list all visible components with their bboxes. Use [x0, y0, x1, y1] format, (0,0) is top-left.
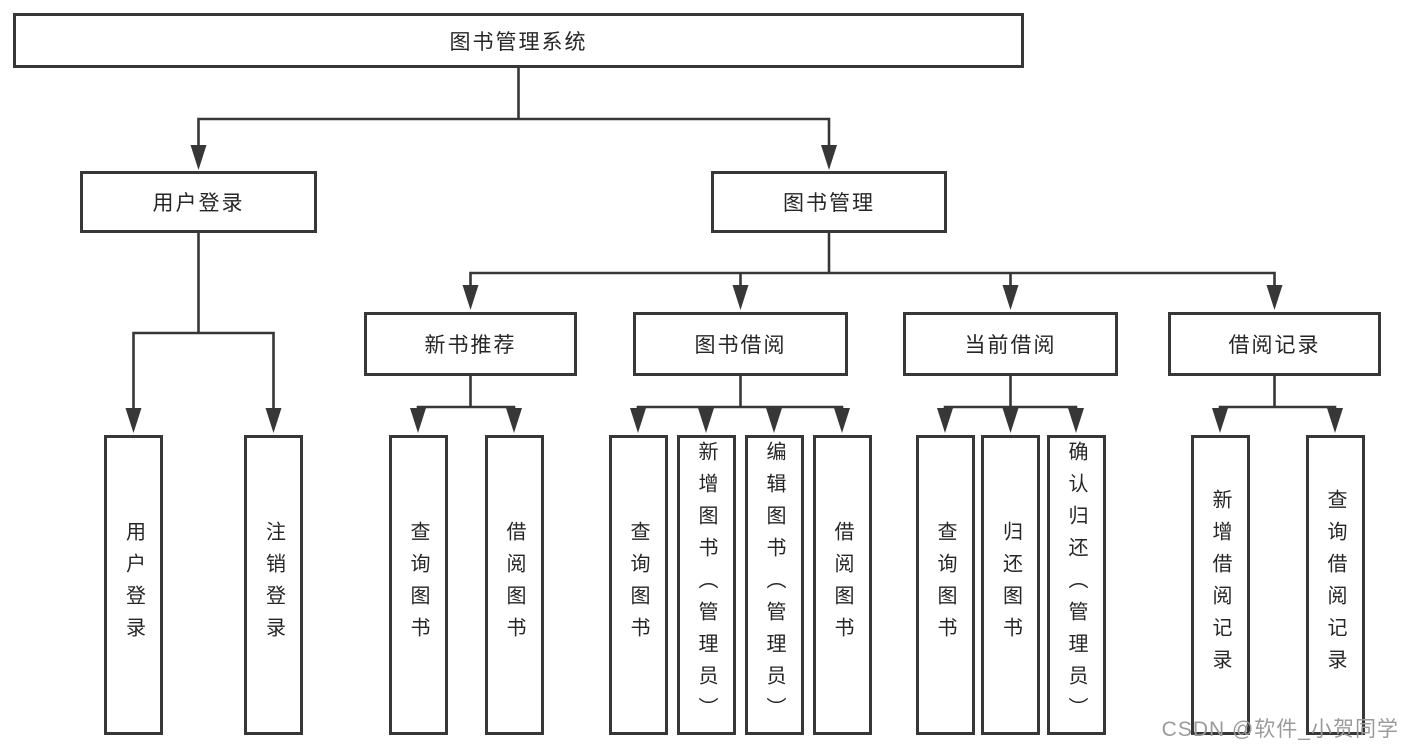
leaf-borrow-books-label: 借阅图书: [831, 521, 853, 649]
node-book-borrowing: 图书借阅: [633, 312, 848, 376]
leaf-current-query-books-label: 查询图书: [934, 521, 956, 649]
node-book-borrowing-label: 图书借阅: [694, 334, 787, 357]
leaf-newbook-query-books: 查询图书: [388, 435, 448, 735]
leaf-return-books: 归还图书: [981, 435, 1040, 735]
arrowheads: [125, 145, 1343, 433]
node-new-book-recommendation: 新书推荐: [364, 312, 577, 376]
leaf-query-borrow-record: 查询借阅记录: [1305, 435, 1365, 735]
leaf-query-borrow-record-label: 查询借阅记录: [1324, 489, 1346, 681]
node-user-login: 用户登录: [80, 171, 317, 233]
leaf-return-books-label: 归还图书: [999, 521, 1022, 649]
node-root-label: 图书管理系统: [449, 30, 588, 54]
node-new-book-recommendation-label: 新书推荐: [424, 334, 517, 357]
leaf-confirm-return-admin-label: 确认归还（管理员）: [1065, 441, 1087, 729]
node-root-library-system: 图书管理系统: [13, 13, 1024, 68]
leaf-logout: 注销登录: [244, 435, 303, 735]
leaf-edit-books-admin: 编辑图书（管理员）: [744, 435, 804, 735]
leaf-add-borrow-record-label: 新增借阅记录: [1209, 489, 1231, 681]
node-user-login-label: 用户登录: [152, 192, 245, 215]
leaf-newbook-borrow-books-label: 借阅图书: [503, 521, 525, 649]
leaf-add-borrow-record: 新增借阅记录: [1190, 435, 1250, 735]
leaf-borrow-books: 借阅图书: [812, 435, 872, 735]
leaf-confirm-return-admin: 确认归还（管理员）: [1046, 435, 1106, 735]
leaf-add-books-admin: 新增图书（管理员）: [676, 435, 736, 735]
leaf-borrowing-query-books-label: 查询图书: [627, 521, 649, 649]
leaf-newbook-query-books-label: 查询图书: [407, 521, 429, 649]
leaf-edit-books-admin-label: 编辑图书（管理员）: [763, 441, 785, 729]
leaf-current-query-books: 查询图书: [915, 435, 975, 735]
node-borrowing-records-label: 借阅记录: [1228, 334, 1321, 357]
leaf-borrowing-query-books: 查询图书: [608, 435, 668, 735]
node-current-borrowing-label: 当前借阅: [964, 334, 1057, 357]
leaf-newbook-borrow-books: 借阅图书: [484, 435, 544, 735]
node-borrowing-records: 借阅记录: [1168, 312, 1381, 376]
csdn-watermark: CSDN @软件_小贺同学: [1161, 718, 1399, 741]
leaf-user-login: 用户登录: [104, 435, 163, 735]
node-book-management-label: 图书管理: [783, 192, 875, 215]
leaf-user-login-label: 用户登录: [122, 521, 145, 649]
node-book-management: 图书管理: [711, 171, 947, 233]
node-current-borrowing: 当前借阅: [903, 312, 1118, 376]
leaf-logout-label: 注销登录: [262, 521, 285, 649]
leaf-add-books-admin-label: 新增图书（管理员）: [695, 441, 717, 729]
